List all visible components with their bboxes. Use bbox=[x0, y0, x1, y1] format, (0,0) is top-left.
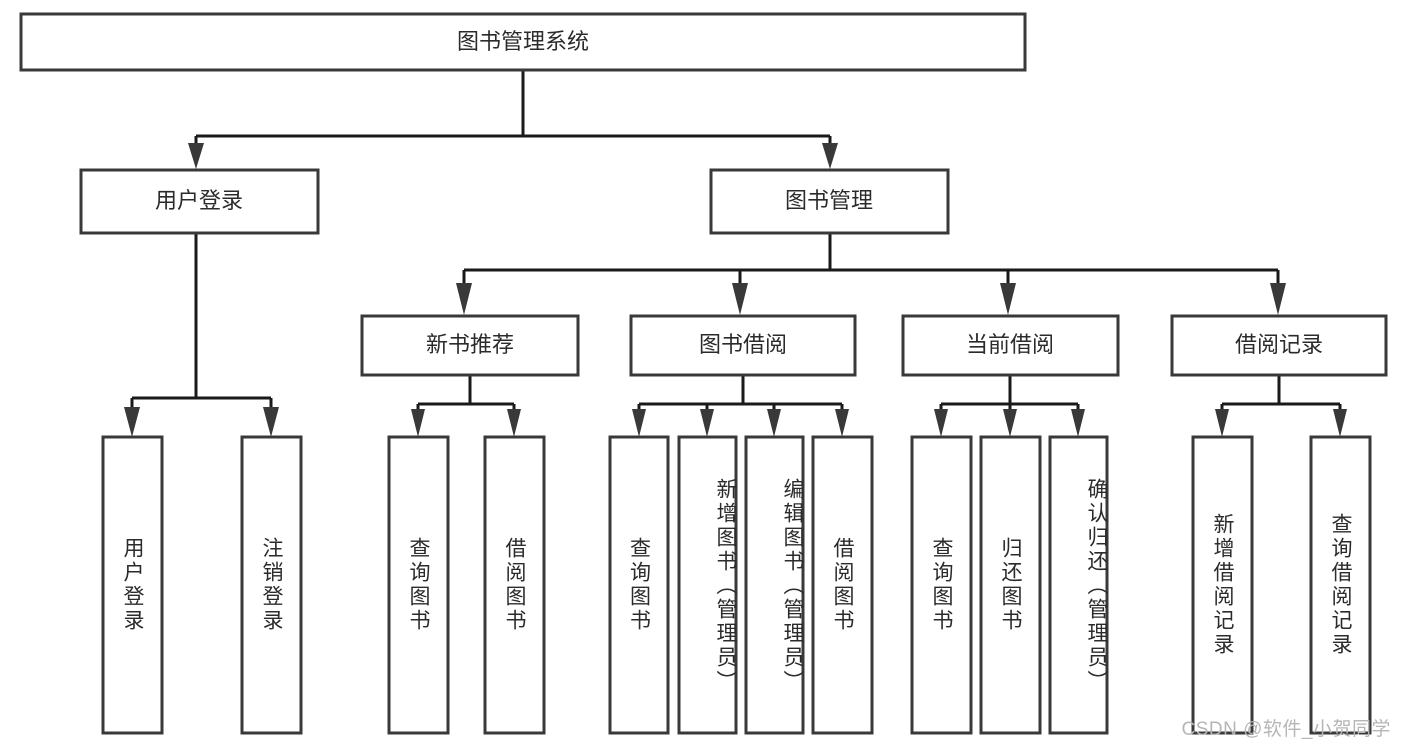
arrow-head-book-manage bbox=[822, 143, 838, 169]
node-current-borrow[interactable]: 当前借阅 bbox=[901, 314, 1120, 377]
node-book-manage[interactable]: 图书管理 bbox=[709, 168, 950, 235]
node-new-book-recommend-label: 新书推荐 bbox=[426, 332, 514, 357]
connector-layer bbox=[124, 70, 1347, 437]
node-root-label: 图书管理系统 bbox=[457, 29, 589, 54]
leaf-box-bb-add-book[interactable] bbox=[677, 435, 738, 735]
arrow-head-current-borrow bbox=[1000, 283, 1016, 315]
leaf-label-bb-borrow-book: 借阅图书 bbox=[831, 537, 854, 633]
leaf-label-bb-edit-book: 编辑图书（管理员） bbox=[781, 478, 804, 694]
leaf-label-cb-return-book: 归还图书 bbox=[999, 537, 1022, 633]
leaf-box-cb-return-book[interactable] bbox=[979, 435, 1042, 735]
node-user-login[interactable]: 用户登录 bbox=[79, 168, 320, 235]
arrow-head-borrow-record bbox=[1270, 283, 1286, 315]
node-book-borrow[interactable]: 图书借阅 bbox=[629, 314, 857, 377]
arrow-head-leaf-logout bbox=[263, 407, 279, 437]
node-book-manage-label: 图书管理 bbox=[785, 188, 873, 213]
leaf-label-bb-query-book: 查询图书 bbox=[627, 537, 651, 633]
node-current-borrow-box[interactable] bbox=[901, 314, 1120, 377]
node-book-manage-box[interactable] bbox=[709, 168, 950, 235]
leaf-box-user-login[interactable] bbox=[101, 435, 164, 735]
leaf-box-bb-query-book[interactable] bbox=[608, 435, 670, 735]
node-book-borrow-box[interactable] bbox=[629, 314, 857, 377]
leaf-box-logout[interactable] bbox=[240, 435, 303, 735]
arrow-head-cb-leaf-3 bbox=[1071, 409, 1085, 437]
leaf-box-br-add-record[interactable] bbox=[1191, 435, 1254, 735]
node-root-box[interactable] bbox=[19, 12, 1027, 72]
node-borrow-record[interactable]: 借阅记录 bbox=[1170, 314, 1388, 377]
leaf-label-cb-confirm-return: 确认归还（管理员） bbox=[1085, 478, 1108, 694]
node-borrow-record-label: 借阅记录 bbox=[1235, 332, 1323, 357]
leaf-label-user-login: 用户登录 bbox=[121, 537, 144, 633]
arrow-head-user-login bbox=[188, 143, 204, 169]
arrow-head-bb-leaf-4 bbox=[835, 409, 849, 437]
leaf-label-br-query-record: 查询借阅记录 bbox=[1329, 513, 1352, 657]
watermark: CSDN @软件_小贺同学 bbox=[1181, 719, 1391, 740]
node-new-book-recommend-box[interactable] bbox=[360, 314, 580, 377]
arrow-head-cb-leaf-1 bbox=[934, 409, 948, 437]
leaf-box-cb-query-book[interactable] bbox=[910, 435, 973, 735]
node-user-login-box[interactable] bbox=[79, 168, 320, 235]
arrow-head-bb-leaf-2 bbox=[700, 409, 714, 437]
leaf-box-nb-query-book[interactable] bbox=[387, 435, 450, 735]
leaf-label-nb-borrow-book: 借阅图书 bbox=[503, 537, 526, 633]
node-user-login-label: 用户登录 bbox=[155, 188, 243, 213]
node-book-borrow-label: 图书借阅 bbox=[699, 332, 787, 357]
leaf-box-bb-borrow-book[interactable] bbox=[811, 435, 874, 735]
leaf-label-nb-query-book: 查询图书 bbox=[407, 537, 430, 633]
node-current-borrow-label: 当前借阅 bbox=[966, 332, 1054, 357]
leaf-box-bb-edit-book[interactable] bbox=[744, 435, 805, 735]
arrow-head-nb-leaf-2 bbox=[507, 409, 521, 437]
arrow-head-bb-leaf-1 bbox=[632, 409, 646, 437]
leaf-box-br-query-record[interactable] bbox=[1309, 435, 1372, 735]
arrow-head-br-leaf-2 bbox=[1333, 409, 1347, 437]
leaf-label-logout: 注销登录 bbox=[260, 537, 283, 633]
arrow-head-book-borrow bbox=[732, 283, 748, 315]
arrow-head-new-book bbox=[456, 283, 472, 315]
node-new-book-recommend[interactable]: 新书推荐 bbox=[360, 314, 580, 377]
arrow-head-bb-leaf-3 bbox=[767, 409, 781, 437]
node-borrow-record-box[interactable] bbox=[1170, 314, 1388, 377]
leaf-label-br-add-record: 新增借阅记录 bbox=[1211, 513, 1234, 657]
leaf-box-cb-confirm-return[interactable] bbox=[1048, 435, 1109, 735]
arrow-head-cb-leaf-2 bbox=[1003, 409, 1017, 437]
arrow-head-leaf-user-login bbox=[124, 407, 140, 437]
leaf-label-bb-add-book: 新增图书（管理员） bbox=[714, 478, 737, 694]
leaf-label-cb-query-book: 查询图书 bbox=[930, 537, 953, 633]
arrow-head-br-leaf-1 bbox=[1215, 409, 1229, 437]
leaf-box-nb-borrow-book[interactable] bbox=[483, 435, 546, 735]
arrow-head-nb-leaf-1 bbox=[411, 409, 425, 437]
node-root[interactable]: 图书管理系统 bbox=[19, 12, 1027, 72]
